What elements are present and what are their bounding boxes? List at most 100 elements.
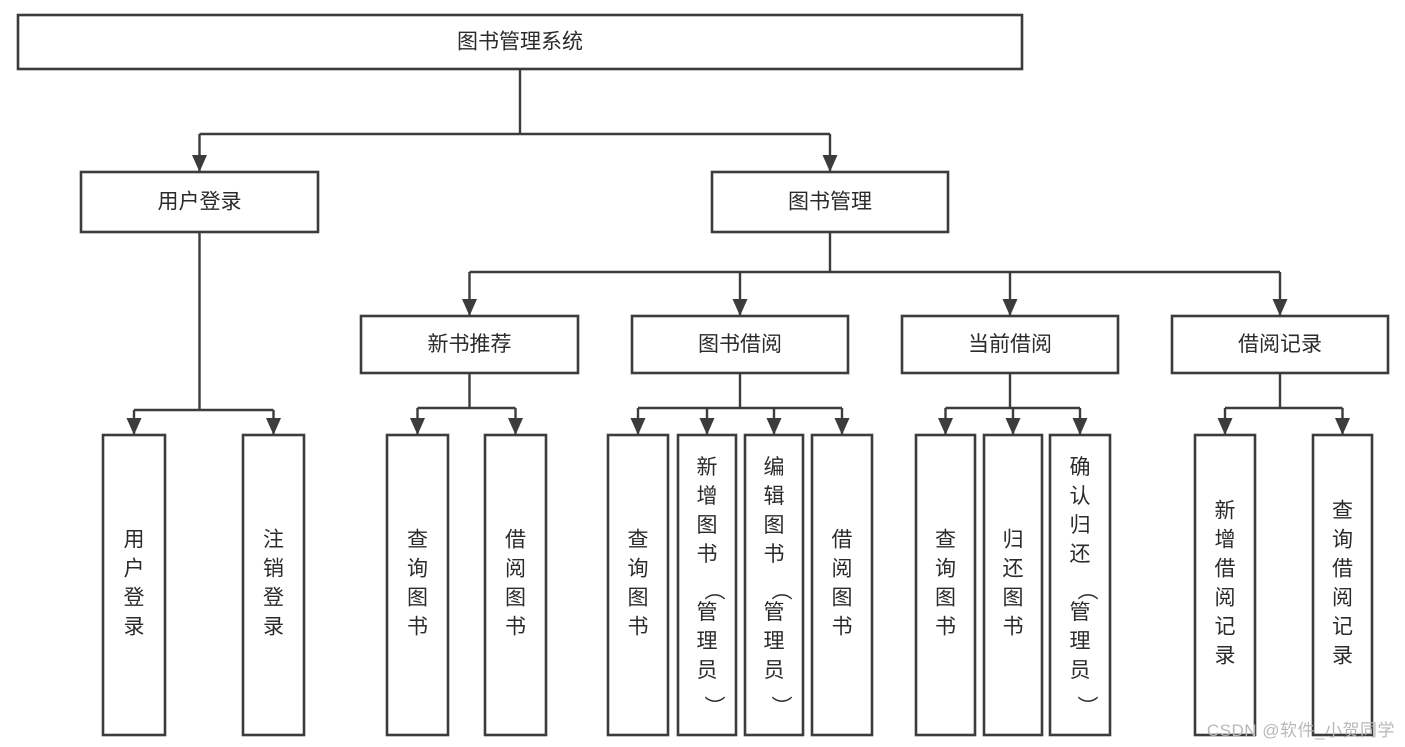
node-label-root: 图书管理系统 bbox=[457, 31, 583, 54]
node-label-char: 查 bbox=[1332, 500, 1353, 523]
connector-layer bbox=[126, 69, 1350, 435]
node-label-char: 理 bbox=[1070, 630, 1091, 653]
node-label-char: ） bbox=[769, 696, 792, 717]
arrow-head-icon bbox=[938, 418, 953, 435]
node-label-char: 借 bbox=[505, 529, 526, 552]
node-label-char: 书 bbox=[764, 543, 785, 566]
node-label-char: 书 bbox=[407, 616, 428, 639]
node-label-char: 图 bbox=[697, 514, 718, 537]
node-label-char: 图 bbox=[505, 587, 526, 610]
node-label-char: 书 bbox=[697, 543, 718, 566]
node-label-char: 录 bbox=[1215, 645, 1236, 668]
arrow-head-icon bbox=[1272, 299, 1288, 316]
node-label-char: 询 bbox=[628, 558, 649, 581]
node-box-leaf-add-record bbox=[1193, 433, 1257, 737]
node-label-char: 还 bbox=[1070, 543, 1091, 566]
arrow-head-icon bbox=[834, 418, 850, 435]
node-new-book-recommend[interactable]: 新书推荐 bbox=[359, 314, 580, 375]
node-label-char: 增 bbox=[697, 485, 718, 508]
node-box-new-book-recommend bbox=[359, 314, 580, 375]
node-label-char: 书 bbox=[832, 616, 853, 639]
node-label-char: 理 bbox=[764, 630, 785, 653]
node-box-leaf-user-login bbox=[101, 433, 167, 737]
node-box-book-borrow bbox=[630, 314, 850, 375]
node-label-char: 图 bbox=[935, 587, 956, 610]
node-label-char: 查 bbox=[628, 529, 649, 552]
arrow-head-icon bbox=[410, 418, 425, 435]
node-label-char: 询 bbox=[1332, 529, 1353, 552]
arrow-head-icon bbox=[1217, 418, 1233, 435]
node-current-borrow[interactable]: 当前借阅 bbox=[900, 314, 1120, 375]
node-label-char: 询 bbox=[407, 558, 428, 581]
node-label-char: 登 bbox=[124, 587, 145, 610]
node-label-char: 登 bbox=[263, 587, 284, 610]
arrow-head-icon bbox=[462, 299, 477, 316]
node-borrow-record[interactable]: 借阅记录 bbox=[1170, 314, 1390, 375]
node-label-char: 认 bbox=[1070, 485, 1091, 508]
node-label-char: 图 bbox=[407, 587, 428, 610]
node-label-char: 员 bbox=[764, 659, 785, 682]
node-label-char: 管 bbox=[764, 601, 785, 624]
node-box-leaf-return-book bbox=[982, 433, 1044, 737]
node-label-char: 图 bbox=[764, 514, 785, 537]
node-label-user-login: 用户登录 bbox=[158, 191, 242, 214]
arrow-head-icon bbox=[266, 418, 281, 435]
node-label-char: 借 bbox=[1215, 558, 1236, 581]
node-box-leaf-borrow-book bbox=[810, 433, 874, 737]
node-box-borrow-record bbox=[1170, 314, 1390, 375]
arrow-head-icon bbox=[699, 418, 715, 435]
node-label-char: 书 bbox=[628, 616, 649, 639]
node-label-char: 阅 bbox=[1215, 587, 1236, 610]
node-box-user-login bbox=[79, 170, 320, 234]
csdn-watermark: CSDN @软件_小贺同学 bbox=[1206, 721, 1395, 740]
node-box-leaf-confirm-return bbox=[1048, 433, 1112, 737]
node-leaf-user-login[interactable]: 用户登录 bbox=[101, 433, 167, 737]
node-box-leaf-logout bbox=[241, 433, 306, 737]
node-label-char: 编 bbox=[764, 456, 785, 479]
arrow-head-icon bbox=[1002, 299, 1018, 316]
node-box-leaf-borrow-book-rec bbox=[483, 433, 548, 737]
node-label-char: 录 bbox=[1332, 645, 1353, 668]
arrow-head-icon bbox=[630, 418, 646, 435]
node-label-book-manage: 图书管理 bbox=[788, 191, 872, 214]
node-label-char: 员 bbox=[1070, 659, 1091, 682]
node-box-root bbox=[16, 13, 1024, 71]
node-label-char: 新 bbox=[697, 456, 718, 479]
node-label-char: 注 bbox=[263, 529, 284, 552]
node-box-current-borrow bbox=[900, 314, 1120, 375]
arrow-head-icon bbox=[1335, 418, 1350, 435]
node-label-char: 记 bbox=[1332, 616, 1353, 639]
node-label-char: 员 bbox=[697, 659, 718, 682]
node-label-char: 书 bbox=[1003, 616, 1024, 639]
node-label-char: 归 bbox=[1003, 529, 1024, 552]
node-label-char: 辑 bbox=[764, 485, 785, 508]
node-book-borrow[interactable]: 图书借阅 bbox=[630, 314, 850, 375]
node-label-char: （ bbox=[1075, 580, 1098, 601]
node-label-char: ） bbox=[702, 696, 725, 717]
node-label-char: 书 bbox=[505, 616, 526, 639]
node-label-char: ） bbox=[1075, 696, 1098, 717]
node-label-char: 阅 bbox=[832, 558, 853, 581]
node-box-leaf-edit-book bbox=[743, 433, 805, 737]
node-label-borrow-record: 借阅记录 bbox=[1238, 333, 1322, 356]
node-label-char: 还 bbox=[1003, 558, 1024, 581]
node-label-char: 用 bbox=[124, 529, 145, 552]
node-label-char: 询 bbox=[935, 558, 956, 581]
node-book-manage[interactable]: 图书管理 bbox=[710, 170, 950, 234]
node-user-login[interactable]: 用户登录 bbox=[79, 170, 320, 234]
node-root[interactable]: 图书管理系统 bbox=[16, 13, 1024, 71]
arrow-head-icon bbox=[732, 299, 748, 316]
